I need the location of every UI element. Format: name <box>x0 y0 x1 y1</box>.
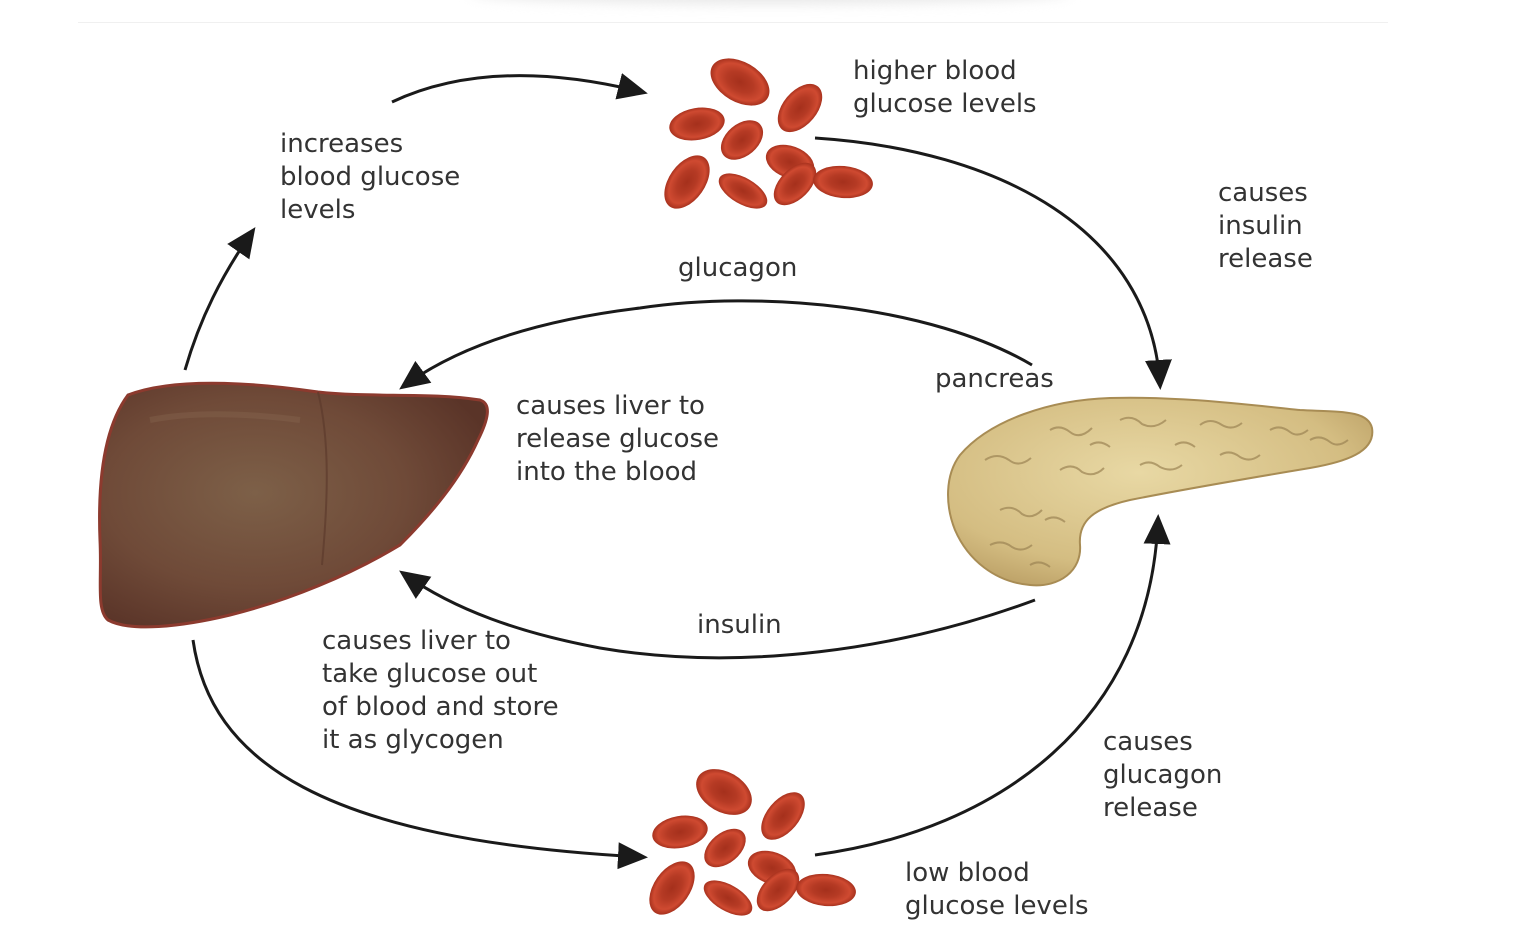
arrow-low-blood-to-pancreas <box>814 514 1171 857</box>
label-pancreas: pancreas <box>935 364 1054 394</box>
label-causes-insulin-release: causes insulin release <box>1218 178 1313 274</box>
label-insulin: insulin <box>697 610 782 640</box>
arrow-pancreas-glucagon-to-liver <box>399 299 1033 390</box>
pancreas-illustration <box>947 396 1374 587</box>
label-increases-blood-glucose: increases blood glucose levels <box>280 129 461 225</box>
top-shadow <box>470 0 1070 4</box>
label-glucagon: glucagon <box>678 253 798 283</box>
arrow-liver-to-low-blood <box>191 639 648 870</box>
red-blood-cells-bottom <box>649 769 856 916</box>
arrow-increases-to-higher-blood <box>391 73 648 104</box>
arrow-liver-to-increases <box>183 227 256 371</box>
top-divider <box>78 22 1388 23</box>
label-causes-glucagon-release: causes glucagon release <box>1103 727 1223 823</box>
arrow-higher-blood-to-pancreas <box>814 136 1172 390</box>
liver-illustration <box>98 381 489 629</box>
label-higher-blood-glucose: higher blood glucose levels <box>853 56 1037 119</box>
label-causes-liver-release: causes liver to release glucose into the… <box>516 391 720 487</box>
label-low-blood-glucose: low blood glucose levels <box>905 858 1089 921</box>
arrow-pancreas-insulin-to-liver <box>399 570 1036 660</box>
red-blood-cells-top <box>664 58 873 209</box>
label-causes-liver-take-glucose: causes liver to take glucose out of bloo… <box>322 626 559 755</box>
